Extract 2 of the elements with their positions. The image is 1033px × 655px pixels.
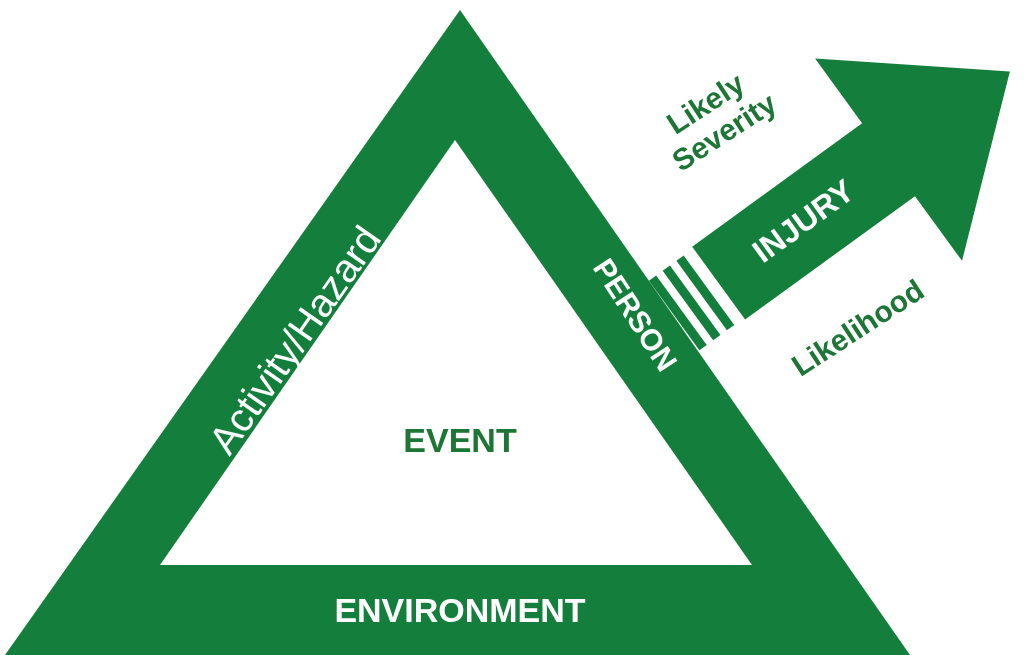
center-label: EVENT <box>403 420 517 460</box>
side-label: ENVIRONMENT <box>334 590 586 630</box>
